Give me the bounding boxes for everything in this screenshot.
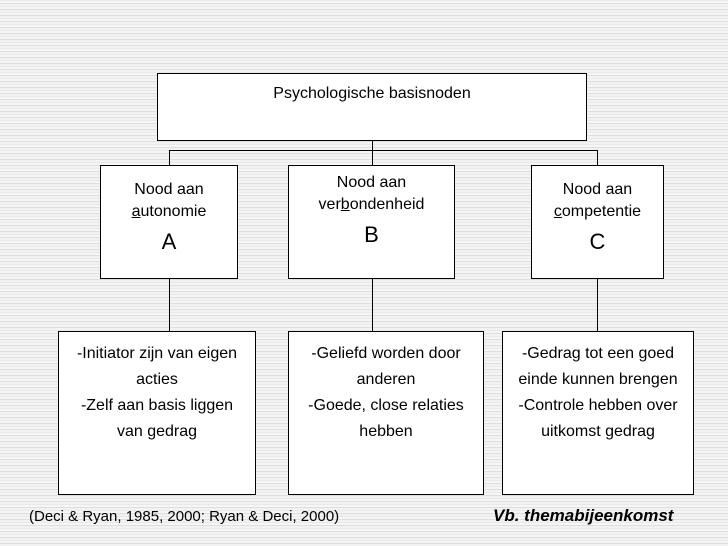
need-a-line2-underline: a: [131, 203, 141, 220]
detail-c-line-2: einde kunnen brengen: [518, 371, 678, 388]
need-c-line1: Nood aan: [562, 181, 633, 198]
need-box-b: Nood aan verbondenheid B: [288, 165, 455, 279]
detail-a-line-3: -Zelf aan basis liggen: [80, 397, 234, 414]
detail-b-line-2: anderen: [356, 371, 416, 388]
connector-need-a-to-detail: [169, 279, 170, 332]
detail-b-line-3: -Goede, close relaties: [308, 397, 464, 414]
detail-c-line-1: -Gedrag tot een goed: [521, 345, 675, 362]
detail-a-line-2: acties: [136, 371, 178, 388]
connector-need-c-to-detail: [597, 279, 598, 332]
need-c-line2-underline: c: [553, 203, 562, 220]
need-b-letter: B: [364, 222, 379, 247]
need-a-line2: autonomie: [101, 201, 237, 223]
need-c-letter: C: [589, 229, 606, 254]
need-b-line2-pre: ver: [318, 196, 341, 213]
top-concept-title: Psychologische basisnoden: [273, 85, 471, 102]
connector-top-stub: [372, 141, 373, 151]
need-c-line2-post: ompetentie: [561, 203, 642, 220]
detail-box-b: -Geliefd worden door anderen -Goede, clo…: [288, 331, 484, 495]
connector-to-need-c: [597, 150, 598, 166]
need-a-letter: A: [161, 229, 177, 254]
top-concept-box: Psychologische basisnoden: [157, 73, 587, 141]
detail-c-line-3: -Controle hebben over: [518, 397, 678, 414]
detail-b-line-4: hebben: [359, 423, 413, 440]
need-c-line2: competentie: [532, 201, 663, 223]
need-a-line1: Nood aan: [134, 181, 204, 198]
detail-a-line-4: van gedrag: [116, 423, 198, 440]
connector-top-horizontal: [169, 150, 598, 151]
need-b-line2-post: ondenheid: [349, 196, 425, 213]
detail-box-a: -Initiator zijn van eigen acties -Zelf a…: [58, 331, 256, 495]
connector-to-need-a: [169, 150, 170, 166]
citation-text: (Deci & Ryan, 1985, 2000; Ryan & Deci, 2…: [29, 508, 340, 525]
detail-b-line-1: -Geliefd worden door: [311, 345, 461, 362]
detail-c-line-4: uitkomst gedrag: [541, 423, 655, 440]
need-b-line2: verbondenheid: [289, 194, 454, 216]
need-box-a: Nood aan autonomie A: [100, 165, 238, 279]
connector-to-need-b: [372, 150, 373, 166]
need-b-line1: Nood aan: [336, 174, 407, 191]
footer-label: Vb. themabijeenkomst: [493, 506, 674, 525]
connector-need-b-to-detail: [372, 279, 373, 332]
need-a-line2-post: utonomie: [140, 203, 207, 220]
need-box-c: Nood aan competentie C: [531, 165, 664, 279]
detail-a-line-1: -Initiator zijn van eigen: [76, 345, 238, 362]
detail-box-c: -Gedrag tot een goed einde kunnen brenge…: [502, 331, 694, 495]
need-b-line2-underline: b: [340, 196, 350, 213]
